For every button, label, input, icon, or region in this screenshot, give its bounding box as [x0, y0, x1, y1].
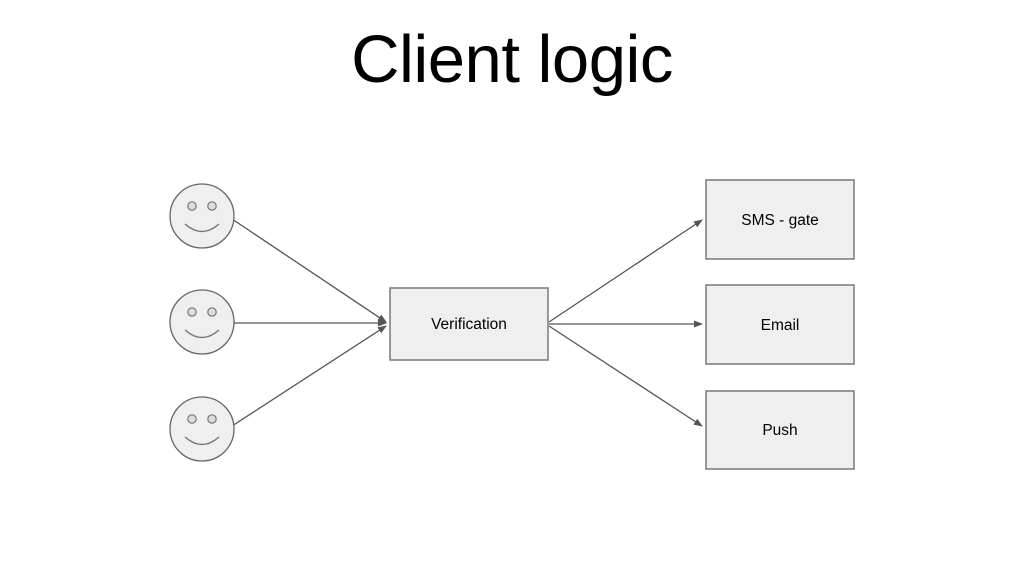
- client-1[interactable]: [169, 183, 235, 249]
- page-title: Client logic: [351, 22, 673, 97]
- verification-node-label: Verification: [431, 316, 507, 333]
- smiley-eye-right-icon: [207, 307, 217, 317]
- smiley-mouth-icon: [184, 329, 220, 339]
- smiley-face-icon: [169, 289, 235, 355]
- client-3[interactable]: [169, 396, 235, 462]
- push-node[interactable]: Push: [705, 390, 855, 470]
- smiley-eye-left-icon: [187, 414, 197, 424]
- edge-verification-push: [548, 325, 703, 427]
- email-node[interactable]: Email: [705, 284, 855, 365]
- smiley-mouth-icon: [184, 436, 220, 446]
- edge-client1-verification: [231, 218, 387, 323]
- edge-verification-sms: [548, 219, 703, 323]
- smiley-face-icon: [169, 183, 235, 249]
- verification-node-box: [389, 287, 549, 361]
- client-2[interactable]: [169, 289, 235, 355]
- connector-group-outbound: [548, 219, 703, 427]
- sms-gate-node-label: SMS - gate: [741, 212, 819, 229]
- smiley-eye-right-icon: [207, 201, 217, 211]
- connector-group-inbound: [231, 218, 387, 427]
- verification-node[interactable]: Verification: [389, 287, 549, 361]
- smiley-face-icon: [169, 396, 235, 462]
- smiley-eye-left-icon: [187, 201, 197, 211]
- email-node-box: [705, 284, 855, 365]
- sms-gate-node[interactable]: SMS - gate: [705, 179, 855, 260]
- smiley-eye-right-icon: [207, 414, 217, 424]
- edge-client3-verification: [231, 325, 387, 427]
- sms-gate-node-box: [705, 179, 855, 260]
- push-node-label: Push: [762, 422, 797, 439]
- smiley-eye-left-icon: [187, 307, 197, 317]
- email-node-label: Email: [761, 317, 800, 334]
- push-node-box: [705, 390, 855, 470]
- smiley-mouth-icon: [184, 223, 220, 233]
